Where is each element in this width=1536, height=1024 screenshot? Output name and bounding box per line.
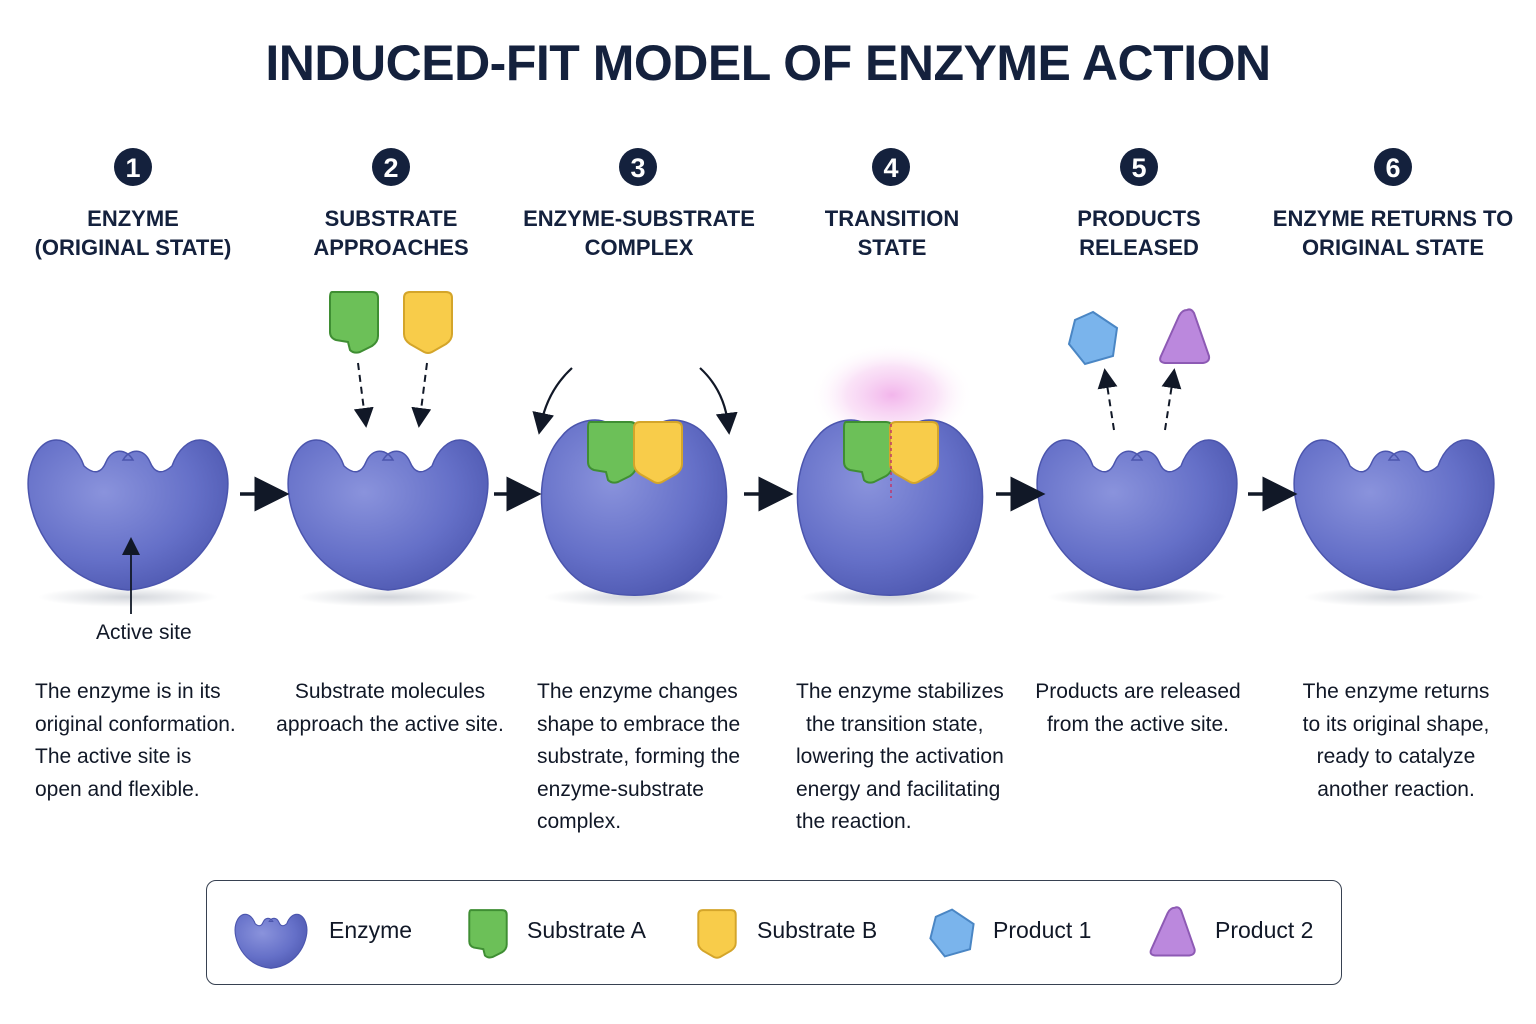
step-6-description-line: The enzyme returns [1302,680,1490,703]
step-5-badge [1120,148,1158,186]
step-4-heading-line-2: STATE [858,235,927,260]
step-6-description: The enzyme returns to its original shape… [1286,676,1506,806]
step-2-badge [372,148,410,186]
step-2-number: 2 [383,153,398,183]
step-3-description-line: The enzyme changes [537,680,738,703]
step-4-description-line: the transition state, [806,712,984,736]
step-6-heading-line-1: ENZYME RETURNS TO [1273,206,1513,231]
step-3-description-line: substrate, forming the [537,745,741,768]
step-6-badge [1374,148,1412,186]
approach-arrow-a [353,362,374,428]
step-2-heading-line-2: APPROACHES [313,235,468,260]
page-title: INDUCED-FIT MODEL OF ENZYME ACTION [265,35,1271,91]
legend-substrate-b-label: Substrate B [757,917,878,943]
step-1-description-line: original conformation. [35,712,236,736]
step-3-heading-line-1: ENZYME-SUBSTRATE [523,206,755,231]
step-3-description-line: enzyme-substrate [537,777,704,801]
step-1-number: 1 [125,153,140,183]
step-3-description-line: complex. [537,810,622,833]
step-2-description-line: approach the active site. [276,712,504,736]
step-5-description-line: from the active site. [1046,712,1230,736]
step-6-description-line: ready to catalyze [1316,745,1476,768]
conformation-arrow-left [532,367,573,435]
substrate-b-transition [889,421,939,484]
step-3-number: 3 [630,153,645,183]
step-1-description-line: The enzyme is in its [35,680,221,703]
step-4-description-line: the reaction. [796,810,912,833]
step-6-description-line: to its original shape, [1302,712,1490,736]
legend-product-2-label: Product 2 [1215,917,1314,943]
enzyme-step-6 [1293,439,1495,591]
step-2-description: Substrate molecules approach the active … [270,676,510,741]
step-1-heading-line-1: ENZYME [87,206,179,231]
step-3-badge [619,148,657,186]
enzyme-step-2 [287,439,489,591]
enzyme-step-5 [1036,439,1238,591]
step-1-heading-line-2: (ORIGINAL STATE) [35,235,232,260]
enzyme-shadows [38,587,1484,607]
step-2-description-line: Substrate molecules [294,680,486,703]
step-6-number: 6 [1385,153,1400,183]
active-site-label: Active site [96,621,192,644]
step-3-description-line: shape to embrace the [537,712,741,736]
step-1-description-line: The active site is [35,745,192,768]
enzyme-step-1 [27,439,229,591]
step-5-number: 5 [1131,153,1146,183]
step-4-description: The enzyme stabilizes the transition sta… [796,676,1004,839]
legend-substrate-a-label: Substrate A [527,917,646,943]
release-arrow-1 [1097,368,1118,431]
product-2-released [1159,308,1211,364]
step-4-description-line: The enzyme stabilizes [796,680,1004,703]
legend [206,880,1342,985]
step-5-heading-line-2: RELEASED [1079,235,1199,260]
substrate-b-approaching [403,291,453,354]
step-4-description-line: energy and facilitating [796,777,1001,801]
step-4-badge [872,148,910,186]
step-headings: ENZYME (ORIGINAL STATE) SUBSTRATE APPROA… [35,206,1514,260]
legend-enzyme-label: Enzyme [329,917,413,943]
step-4-number: 4 [883,153,898,183]
step-2-heading-line-1: SUBSTRATE [325,206,458,231]
step-1-description-line: open and flexible. [35,777,200,801]
approach-arrow-b [411,362,432,428]
release-arrow-2 [1161,368,1182,431]
step-4-description-line: lowering the activation [796,745,1004,768]
step-6-description-line: another reaction. [1317,777,1475,801]
step-5-heading-line-1: PRODUCTS [1077,206,1200,231]
conformation-arrow-right [699,367,738,435]
legend-product-1-label: Product 1 [993,917,1092,943]
product-1-released [1068,311,1118,365]
substrate-a-approaching [329,291,379,354]
step-badges: 1 2 3 4 5 6 [114,148,1412,186]
substrate-b-bound [633,421,683,484]
step-4-heading-line-1: TRANSITION [825,206,959,231]
step-5-description: Products are released from the active si… [1028,676,1248,741]
step-1-badge [114,148,152,186]
step-1-description: The enzyme is in its original conformati… [35,676,236,806]
step-3-description: The enzyme changes shape to embrace the … [537,676,740,839]
step-6-heading-line-2: ORIGINAL STATE [1302,235,1484,260]
step-5-description-line: Products are released [1035,680,1241,703]
step-3-heading-line-2: COMPLEX [585,235,694,260]
